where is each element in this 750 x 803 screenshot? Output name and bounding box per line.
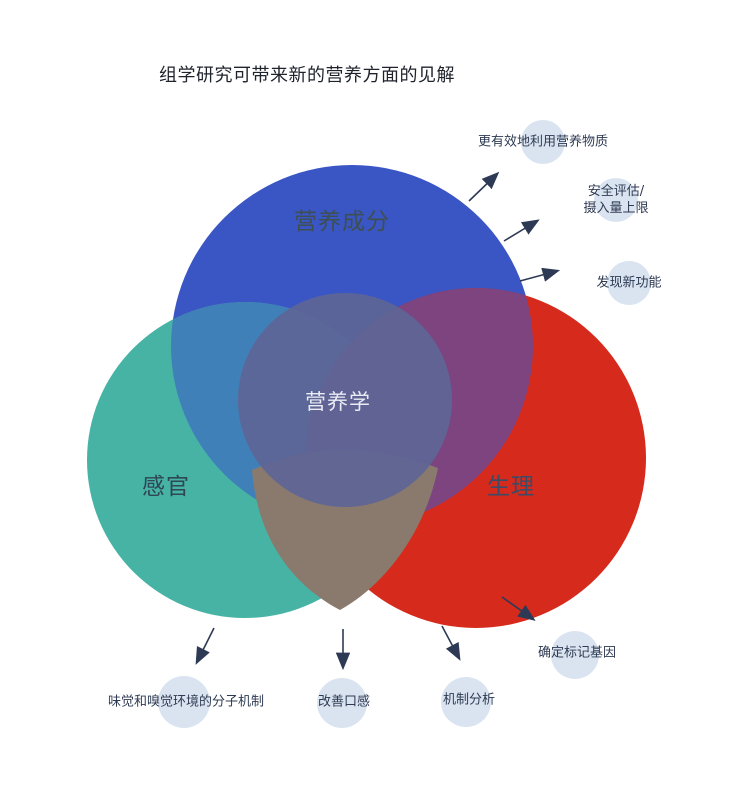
callout-line: 摄入量上限 (583, 201, 649, 216)
callout-bubble-safety (594, 178, 638, 222)
callout-line: 味觉和嗅觉环境的分子机制 (107, 694, 265, 710)
arrow-to-molecular (195, 627, 215, 665)
arrow-to-marker-genes (501, 596, 536, 621)
callout-line: 更有效地利用营养物质 (477, 134, 609, 150)
center-overlay-circle (238, 293, 452, 507)
callout-line: 安全评估/ (587, 184, 645, 199)
callout-label-molecular: 味觉和嗅觉环境的分子机制 (108, 694, 264, 711)
callout-bubble-taste (317, 678, 367, 728)
callout-label-marker-genes: 确定标记基因 (538, 645, 616, 662)
diagram-title: 组学研究可带来新的营养方面的见解 (159, 65, 455, 86)
set-label-physiology: 生理 (487, 474, 535, 500)
callout-bubble-marker-genes (551, 631, 599, 679)
callout-line: 改善口感 (317, 694, 371, 710)
callout-label-taste: 改善口感 (318, 694, 370, 711)
set-label-nutrition-components: 营养成分 (294, 209, 390, 235)
callout-label-use-nutrients: 更有效地利用营养物质 (478, 134, 608, 151)
arrow-to-safety (503, 219, 540, 242)
callout-bubble-mechanism (441, 677, 491, 727)
callout-line: 确定标记基因 (537, 645, 617, 661)
center-label-nutrition-science: 营养学 (305, 390, 371, 414)
callout-label-new-functions: 发现新功能 (596, 275, 661, 292)
callout-label-safety: 安全评估/ 摄入量上限 (583, 183, 648, 217)
callout-bubble-new-functions (607, 261, 651, 305)
callout-label-mechanism: 机制分析 (443, 692, 495, 709)
callout-bubble-molecular (158, 676, 210, 728)
callout-bubble-use-nutrients (521, 120, 565, 164)
arrow-to-mechanism (441, 625, 461, 661)
arrow-to-use-nutrients (468, 171, 500, 202)
arrow-to-new-functions (519, 267, 561, 282)
callout-line: 发现新功能 (596, 275, 662, 291)
set-label-sensory: 感官 (142, 474, 190, 500)
callout-line: 机制分析 (442, 692, 496, 708)
